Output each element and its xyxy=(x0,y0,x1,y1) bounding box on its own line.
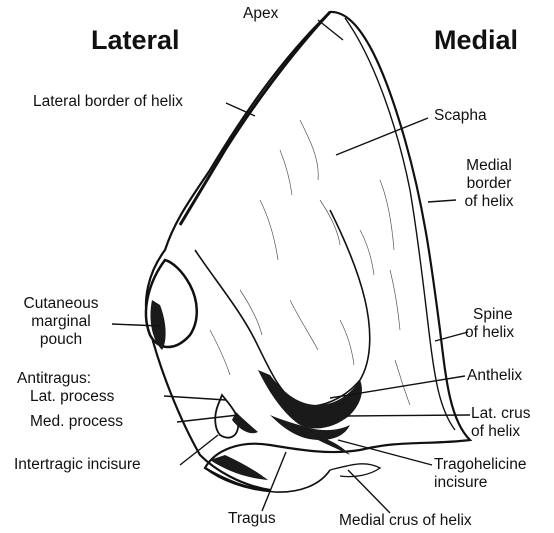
cutaneous-pouch-label: Cutaneous marginal pouch xyxy=(12,295,110,349)
med-process-label: Med. process xyxy=(30,413,123,431)
cutaneous-pouch-line-1: Cutaneous xyxy=(12,295,110,313)
tragohelicine-line-2: incisure xyxy=(434,474,526,492)
lat-crus-line-2: of helix xyxy=(471,423,530,441)
spine-line-1: Spine xyxy=(465,306,514,324)
lateral-heading: Lateral xyxy=(91,25,180,56)
scapha-label: Scapha xyxy=(434,107,487,125)
medial-border-line-3: of helix xyxy=(455,193,523,211)
medial-border-label: Medial border of helix xyxy=(455,157,523,211)
tragus-label: Tragus xyxy=(228,510,276,528)
anthelix-label: Anthelix xyxy=(467,367,522,385)
medial-heading: Medial xyxy=(434,25,518,56)
tragohelicine-label: Tragohelicine incisure xyxy=(434,456,526,492)
intertragic-label: Intertragic incisure xyxy=(14,456,141,474)
tragohelicine-line-1: Tragohelicine xyxy=(434,456,526,474)
lat-crus-line-1: Lat. crus xyxy=(471,405,530,423)
apex-label: Apex xyxy=(243,5,278,23)
lat-crus-label: Lat. crus of helix xyxy=(471,405,530,441)
lat-process-label: Lat. process xyxy=(30,388,114,406)
medial-crus-label: Medial crus of helix xyxy=(339,512,472,530)
spine-label: Spine of helix xyxy=(465,306,514,342)
lateral-border-label: Lateral border of helix xyxy=(33,93,183,111)
spine-line-2: of helix xyxy=(465,324,514,342)
medial-crus-outline xyxy=(330,464,380,477)
medial-border-line-1: Medial xyxy=(455,157,523,175)
antitragus-label: Antitragus: xyxy=(17,370,91,388)
cutaneous-pouch-line-2: marginal xyxy=(12,313,110,331)
cutaneous-pouch-line-3: pouch xyxy=(12,331,110,349)
medial-border-line-2: border xyxy=(455,175,523,193)
